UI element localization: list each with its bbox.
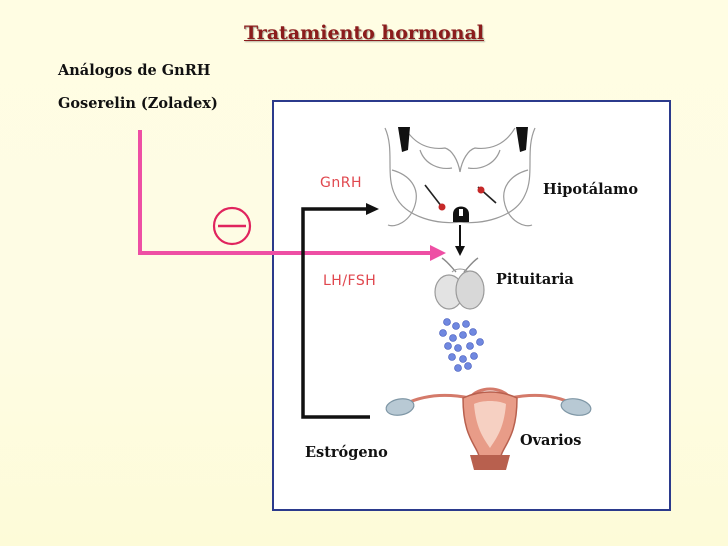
pituitary-label: Pituitaria <box>496 271 574 288</box>
gnrh-label: GnRH <box>320 175 362 191</box>
estrogen-label: Estrógeno <box>305 444 388 461</box>
pituitary-illustration <box>434 257 485 310</box>
pink-inhibition-line <box>138 130 446 261</box>
hypothalamus-column-right <box>516 127 528 152</box>
ovaries-label: Ovarios <box>520 432 582 449</box>
estrogen-feedback-line <box>301 203 379 419</box>
page-title: Tratamiento hormonal <box>243 22 485 44</box>
gnrh-analogs-label: Análogos de GnRH <box>58 62 211 79</box>
goserelin-label: Goserelin (Zoladex) <box>58 95 218 112</box>
hypothalamus-column-left <box>398 127 410 152</box>
hormone-dots <box>439 318 484 372</box>
hypothalamus-label: Hipotálamo <box>543 181 639 198</box>
minus-circle-icon <box>212 206 252 246</box>
uterus-ovaries-illustration <box>385 387 592 470</box>
lhfsh-label: LH/FSH <box>323 273 377 289</box>
gnrh-neurons <box>424 184 497 211</box>
hypothalamus-illustration <box>384 127 536 227</box>
